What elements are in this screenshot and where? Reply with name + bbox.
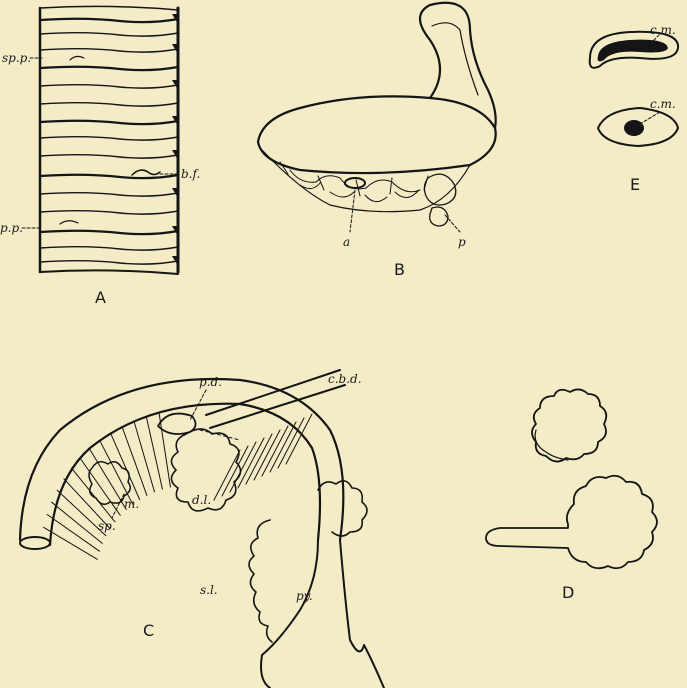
label-m: m. [124,497,139,511]
figure-a-fold-line [40,137,178,140]
figure-b-body [258,96,496,173]
figure-c-hatch-line [270,422,296,472]
figure-a-fold-line [40,211,178,214]
figure-a-folds [40,14,178,266]
figure-e: c.m. c.m. E [590,23,678,194]
figure-c-mesentery-hatching [44,413,312,559]
label-cbd: c.b.d. [328,372,362,386]
label-sl: s.l. [200,583,218,597]
figure-c: p.d. c.b.d. m. sp. d.l. s.l. py. C [20,370,384,688]
label-cm-lower: c.m. [650,97,676,111]
figure-a-fold-line [40,49,178,52]
figure-a-fold-shadow [172,256,178,266]
figure-c-hatch-line [122,426,147,495]
figure-c-hatch-line [286,414,312,464]
figure-a-fold-shadow [172,188,178,198]
figure-c-hatch-line [262,426,288,476]
figure-a-top-edge [40,6,178,10]
figure-c-hatch-line [246,434,272,484]
figure-b-leader-a [350,190,355,232]
figure-a-fold-shadow [172,150,178,160]
figure-c-hatch-line [44,527,98,559]
figure-c-hatch-line [134,421,155,492]
figure-c-tube-inner [50,404,320,545]
label-cm-upper: c.m. [650,23,676,37]
figure-c-pylorus [261,540,384,688]
label-spp: sp.p. [2,51,31,65]
caption-b: B [394,260,405,279]
caption-d: D [562,583,574,602]
figure-a-fold-line [40,247,178,250]
figure-a-spiral-plate [70,56,84,60]
label-bf: b.f. [181,167,200,181]
figure-a-fold-shadow [172,44,178,54]
figure-a-fold-line [40,261,178,264]
figure-c-hatch-line [230,442,256,492]
figure-a-blood-fold [132,170,160,175]
figure-b-underside [262,150,470,212]
figure-a-fold-line [40,231,178,234]
label-p: p [458,235,466,249]
figure-a-fold-line [40,103,178,106]
figure-b-aperture [345,178,365,188]
label-pd: p.d. [199,375,222,389]
figure-a-fold-shadow [172,80,178,90]
figure-a-fold-line [40,155,178,158]
label-sp: sp. [98,519,116,533]
figure-d: D [486,389,657,602]
label-dl: d.l. [192,493,211,507]
figure-d-gland-small-shadow [535,430,568,460]
figure-d-gland-large [486,476,657,569]
figure-a-fold-line [40,193,178,196]
figure-c-pancreatic-duct [200,430,240,440]
caption-a: A [95,288,106,307]
figure-a-fold-line [40,121,178,124]
figure-e-muscle-lower [624,120,644,136]
figure-a-fold-line [40,175,178,178]
figure-a-fold-line [40,85,178,88]
figure-b-leader-p [445,215,460,232]
figure-a-fold-line [40,19,178,22]
caption-c: C [143,621,154,640]
label-pp: p.p. [0,221,23,235]
figure-b: a p B [258,3,496,279]
figure-c-hatch-line [238,438,264,488]
label-py: py. [296,589,313,603]
figure-e-leader-cm2 [640,112,660,124]
figure-c-pancreas-splenic [249,520,272,642]
figure-a-fold-line [40,67,178,70]
label-a: a [343,235,350,249]
figure-a-bottom-edge [40,270,178,274]
figure-a: sp.p. b.f. p.p. A [0,6,200,307]
figure-b-appendix-outer [420,3,496,128]
figure-a-fold-line [40,33,178,36]
caption-e: E [630,175,640,194]
figure-c-hatch-line [254,430,280,480]
figure-c-tube-opening [20,537,50,549]
figure-a-peyer-patch [60,221,78,224]
figure-c-hatch-line [159,413,170,487]
